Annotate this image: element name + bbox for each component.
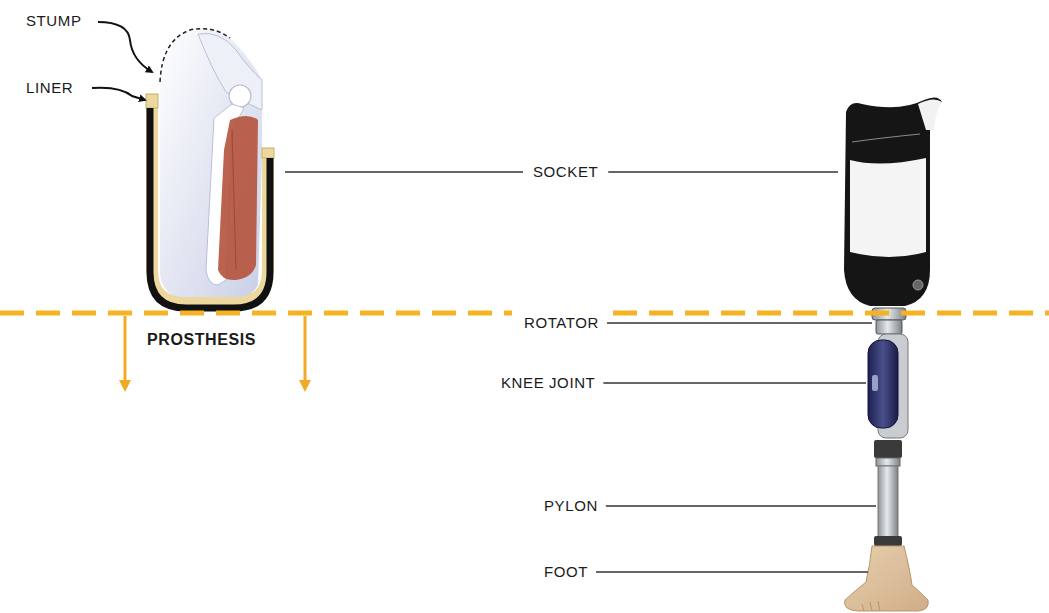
division-line — [613, 311, 1049, 316]
liner-top — [262, 148, 274, 158]
leader-line — [285, 171, 523, 172]
socket-label: SOCKET — [531, 163, 600, 181]
stump-section — [160, 28, 262, 300]
pylon-label: PYLON — [542, 497, 600, 515]
foot-label: FOOT — [542, 563, 590, 581]
leader-line — [608, 171, 838, 172]
liner-label: LINER — [24, 79, 75, 97]
stump-pointer — [98, 22, 152, 72]
leader-line — [606, 505, 876, 506]
socket-shell — [150, 108, 270, 308]
liner-pointer — [92, 88, 145, 100]
prosthetic-leg — [844, 97, 942, 611]
leader-line — [596, 571, 868, 572]
liner-layer — [152, 95, 268, 303]
rotator-label: ROTATOR — [522, 314, 601, 332]
leader-line — [603, 382, 866, 383]
prosthesis-bracket — [119, 316, 311, 392]
division-line — [0, 311, 512, 316]
prosthesis-label: PROSTHESIS — [145, 331, 258, 349]
knee-joint-label: KNEE JOINT — [499, 374, 597, 392]
liner-top — [146, 94, 158, 108]
stump-label: STUMP — [24, 12, 84, 30]
leader-line — [607, 322, 872, 323]
